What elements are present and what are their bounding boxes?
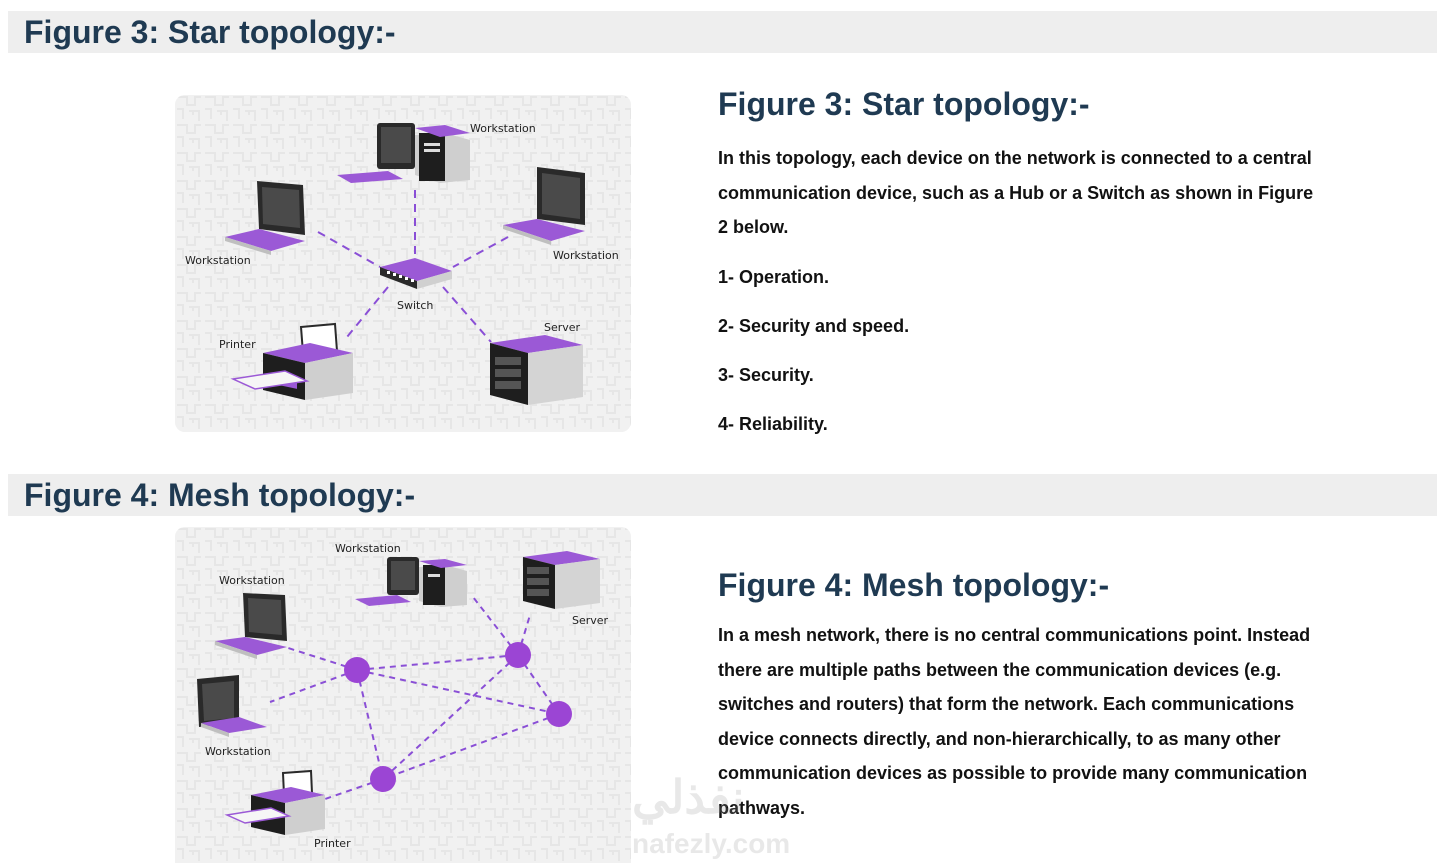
section-heading: Figure 4: Mesh topology:- — [24, 477, 416, 513]
label-printer: Printer — [219, 338, 256, 351]
watermark: نفذلي nafezly.com — [632, 770, 812, 863]
label-switch: Switch — [397, 299, 433, 312]
server-icon — [523, 551, 600, 609]
description-paragraph: In a mesh network, there is no central c… — [718, 625, 1311, 818]
list-item: 4- Reliability. — [718, 413, 828, 434]
section-title: Figure 4: Mesh topology:- — [718, 567, 1110, 603]
label-workstation-left: Workstation — [219, 574, 285, 587]
list-item: 2- Security and speed. — [718, 315, 910, 336]
label-workstation-top: Workstation — [470, 122, 536, 135]
label-printer: Printer — [314, 837, 351, 850]
label-workstation-bottom: Workstation — [205, 745, 271, 758]
label-workstation-left: Workstation — [185, 254, 251, 267]
laptop-icon-left — [215, 593, 287, 659]
list-item: 1- Operation. — [718, 266, 830, 287]
printer-icon — [224, 769, 325, 835]
mesh-topology-figure: Workstation Workstation Workstation Serv… — [175, 527, 631, 863]
printer-icon — [230, 322, 353, 400]
laptop-icon-left — [225, 181, 305, 255]
star-topology-figure: Workstation Workstation Workstation Swit… — [175, 95, 631, 432]
laptop-icon-right — [503, 167, 585, 245]
label-server: Server — [544, 321, 581, 334]
description-paragraph: In this topology, each device on the net… — [718, 148, 1314, 237]
star-links — [317, 190, 509, 343]
watermark-url: nafezly.com — [632, 828, 791, 859]
section-title: Figure 3: Star topology:- — [718, 86, 1090, 122]
mesh-topology-text: Figure 4: Mesh topology:- In a mesh netw… — [718, 567, 1318, 825]
section-heading: Figure 3: Star topology:- — [24, 14, 396, 50]
section-header-star: Figure 3: Star topology:- — [8, 11, 1437, 53]
watermark-arabic: نفذلي — [632, 771, 745, 823]
server-icon — [490, 335, 583, 405]
workstation-icon-top — [337, 123, 470, 183]
switch-icon — [380, 258, 452, 289]
label-server: Server — [572, 614, 609, 627]
section-header-mesh: Figure 4: Mesh topology:- — [8, 474, 1437, 516]
laptop-icon-bottom — [197, 675, 267, 737]
workstation-icon-top — [355, 557, 467, 607]
label-workstation-top: Workstation — [335, 542, 401, 555]
star-topology-text: Figure 3: Star topology:- In this topolo… — [718, 86, 1318, 441]
mesh-nodes — [344, 642, 572, 792]
list-item: 3- Security. — [718, 364, 814, 385]
label-workstation-right: Workstation — [553, 249, 619, 262]
